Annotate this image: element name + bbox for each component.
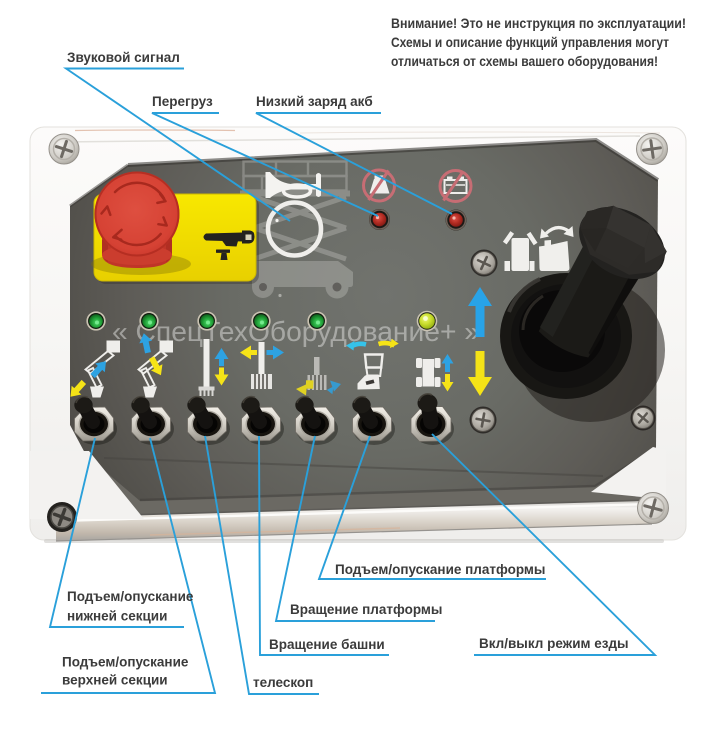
svg-text:Вращение платформы: Вращение платформы xyxy=(290,602,442,617)
svg-text:телескоп: телескоп xyxy=(253,675,313,690)
svg-text:Подъем/опускание: Подъем/опускание xyxy=(62,655,189,670)
svg-text:Вращение башни: Вращение башни xyxy=(269,637,385,652)
svg-text:Вкл/выкл режим езды: Вкл/выкл режим езды xyxy=(479,636,629,651)
svg-text:верхней секции: верхней секции xyxy=(62,673,168,688)
svg-text:Подъем/опускание платформы: Подъем/опускание платформы xyxy=(335,562,545,577)
svg-text:Перегруз: Перегруз xyxy=(152,94,213,109)
svg-text:Подъем/опускание: Подъем/опускание xyxy=(67,589,194,604)
svg-text:Схемы и описание функций управ: Схемы и описание функций управления могу… xyxy=(391,35,669,50)
svg-text:Низкий заряд акб: Низкий заряд акб xyxy=(256,94,373,109)
svg-text:отличаться от схемы вашего обо: отличаться от схемы вашего оборудования! xyxy=(391,54,658,69)
svg-text:Звуковой сигнал: Звуковой сигнал xyxy=(67,50,180,65)
svg-text:нижней секции: нижней секции xyxy=(67,609,167,624)
svg-text:Внимание! Это не инструкция по: Внимание! Это не инструкция по эксплуата… xyxy=(391,16,686,31)
